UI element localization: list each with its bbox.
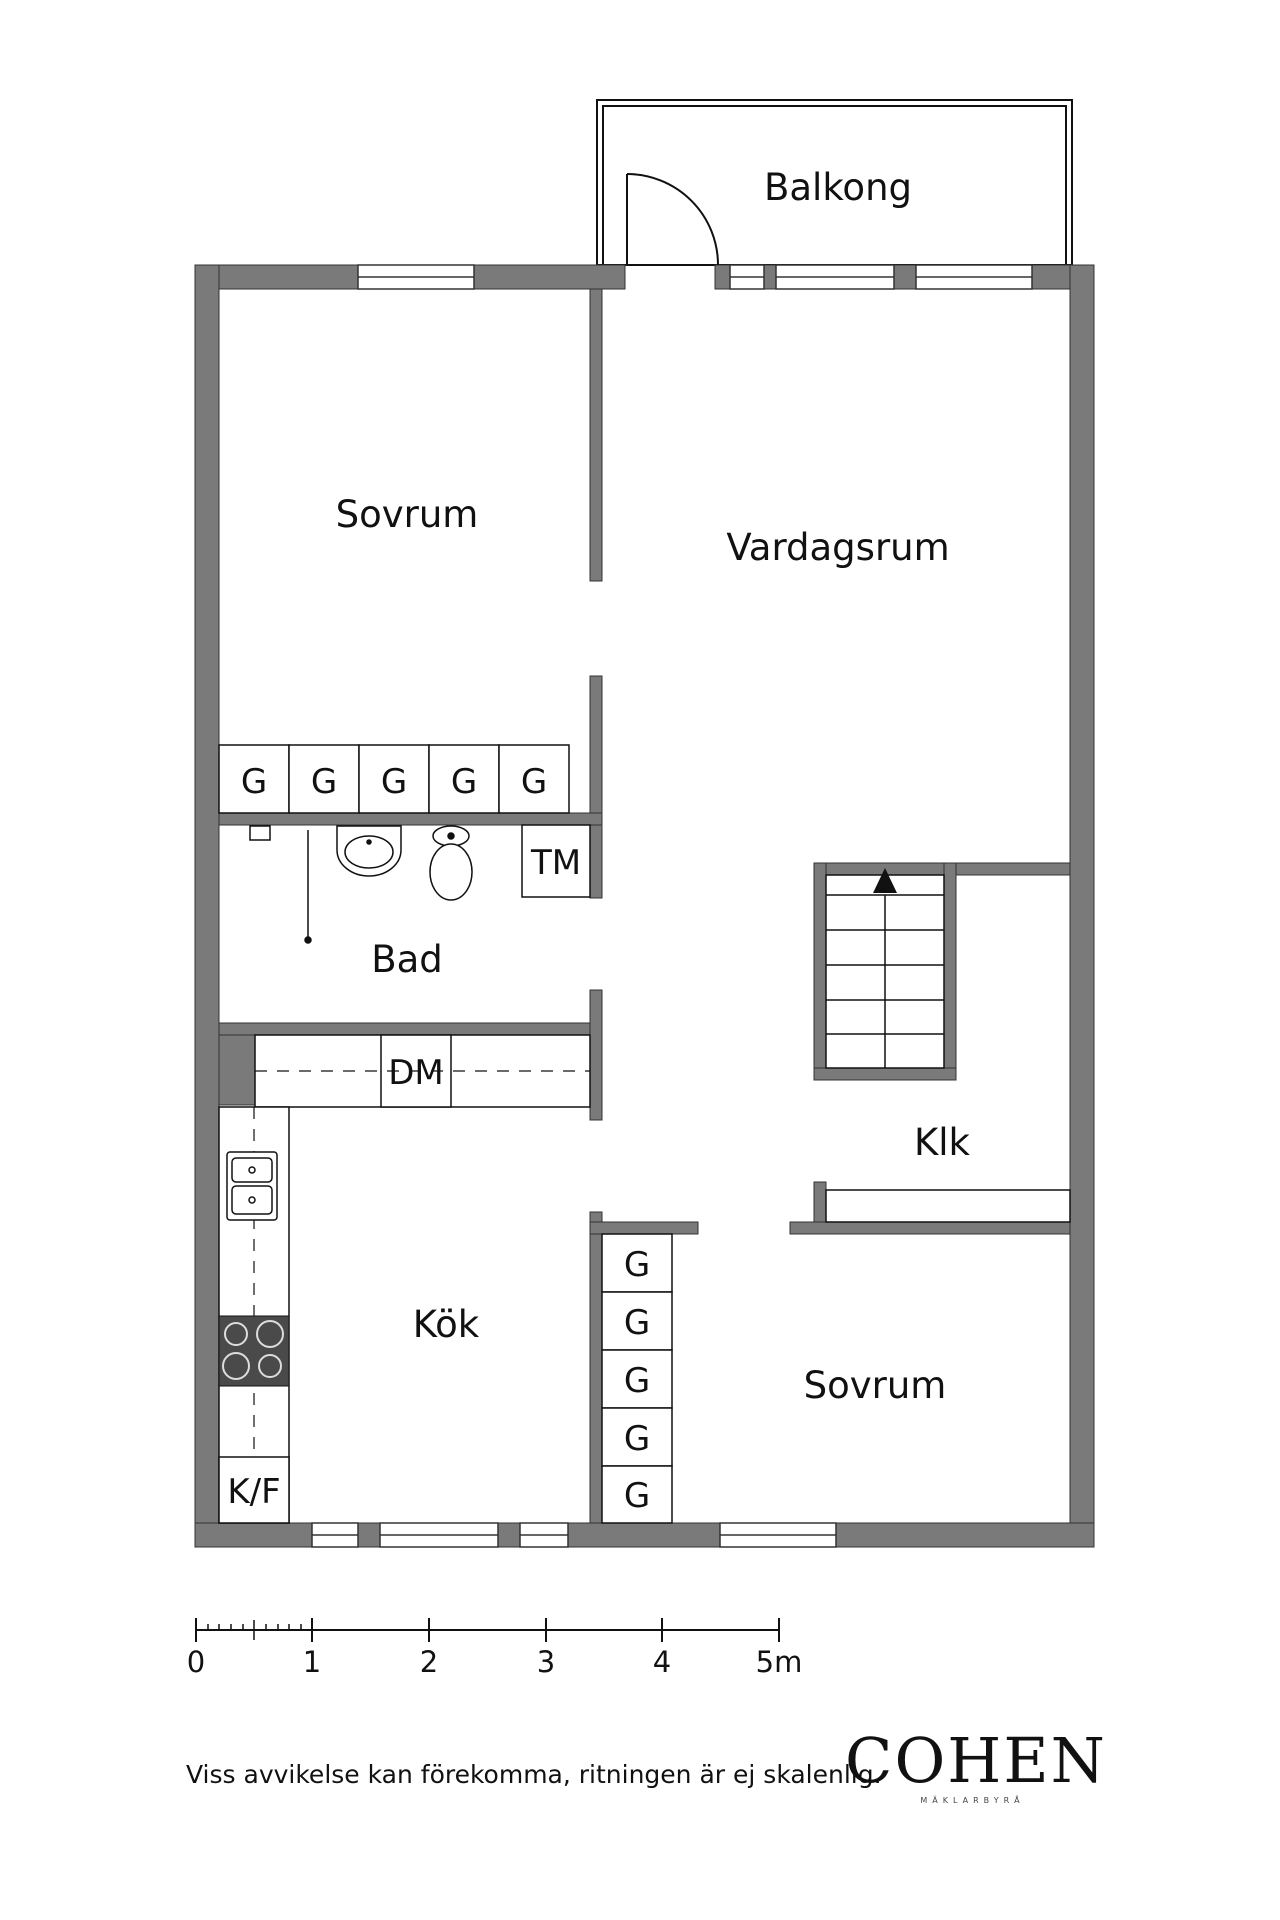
- brand-name: COHEN: [845, 1724, 1107, 1797]
- wardrobe-label: G: [381, 762, 407, 802]
- room-label-bedroom-top: Sovrum: [336, 493, 479, 536]
- wardrobe-column-bottom: [601, 1233, 673, 1524]
- wardrobe-label: G: [624, 1476, 650, 1516]
- scale-label: 2: [420, 1645, 438, 1679]
- room-label-living-room: Vardagsrum: [726, 526, 949, 569]
- scale-label: 1: [303, 1645, 321, 1679]
- windows: [311, 264, 1033, 1548]
- bathroom-fixtures: [249, 824, 591, 944]
- wardrobe-label: G: [624, 1245, 650, 1285]
- stove-icon: [218, 1315, 290, 1387]
- washing-machine-label: TM: [530, 843, 581, 883]
- room-label-kitchen: Kök: [413, 1303, 480, 1346]
- brand-subtitle: MÄKLARBYRÅ: [920, 1796, 1025, 1805]
- balcony-door: [626, 173, 719, 266]
- wardrobe-label: G: [311, 762, 337, 802]
- brand-logo: COHEN MÄKLARBYRÅ: [845, 1724, 1107, 1806]
- sink-icon: [336, 825, 402, 877]
- scale-label: 4: [653, 1645, 671, 1679]
- closet-shelf: [825, 1189, 1071, 1223]
- scale-bar: [195, 1618, 780, 1642]
- washing-machine: [521, 824, 591, 898]
- wardrobe-label: G: [241, 762, 267, 802]
- room-label-balcony: Balkong: [764, 166, 912, 209]
- scale-label: 3: [537, 1645, 555, 1679]
- staircase: [825, 874, 945, 1069]
- wardrobe-label: G: [624, 1361, 650, 1401]
- kitchen-counter: [218, 1034, 591, 1524]
- toilet-icon: [429, 825, 473, 901]
- wardrobe-label: G: [624, 1419, 650, 1459]
- scale-label: 0: [187, 1645, 205, 1679]
- kitchen-counter-dashes: [253, 1070, 590, 1457]
- shower-icon: [249, 825, 312, 944]
- exterior-walls: [194, 264, 1095, 1548]
- wardrobe-label: G: [624, 1303, 650, 1343]
- room-label-bedroom-bottom: Sovrum: [804, 1364, 947, 1407]
- wardrobe-row-top: [218, 744, 570, 814]
- interior-walls: [218, 288, 1071, 1524]
- stair-arrow-icon: [873, 868, 897, 893]
- wardrobe-label: G: [451, 762, 477, 802]
- disclaimer-text: Viss avvikelse kan förekomma, ritningen …: [186, 1760, 882, 1789]
- wardrobe-label: G: [521, 762, 547, 802]
- fridge-freezer-label: K/F: [227, 1472, 280, 1512]
- scale-label: 5m: [756, 1645, 803, 1679]
- kitchen-sink-icon: [226, 1151, 278, 1221]
- room-label-bathroom: Bad: [371, 938, 443, 981]
- dishwasher-label: DM: [388, 1053, 444, 1093]
- room-label-walk-in-closet: Klk: [914, 1121, 971, 1164]
